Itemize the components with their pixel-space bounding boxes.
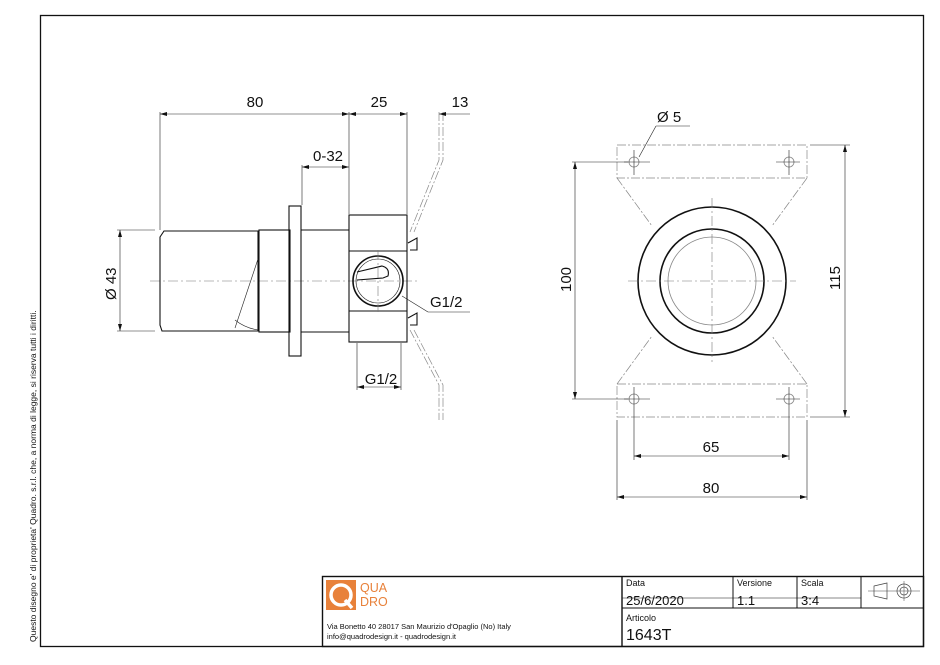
dim-hole-spacing-vertical: 100 — [558, 267, 575, 292]
article-label: Articolo — [626, 613, 656, 623]
logo-text-line1: QUA — [360, 581, 388, 595]
logo-q-icon — [329, 583, 353, 607]
dim-diameter-43: Ø 43 — [103, 267, 120, 300]
logo-text-line2: DRO — [360, 595, 388, 609]
dim-handle-length: 80 — [247, 94, 264, 111]
date-value: 25/6/2020 — [626, 593, 684, 608]
company-contact: info@quadrodesign.it - quadrodesign.it — [327, 632, 457, 641]
dim-plate-height: 115 — [827, 266, 844, 290]
scale-value: 3:4 — [801, 593, 819, 608]
article-value: 1643T — [626, 627, 672, 644]
copyright-note: Questo disegno e' di proprieta' Quadro. … — [28, 310, 38, 642]
version-value: 1.1 — [737, 593, 755, 608]
date-label: Data — [626, 578, 645, 588]
dim-plate-width: 80 — [703, 480, 720, 497]
version-label: Versione — [737, 578, 772, 588]
dim-hole-diameter: Ø 5 — [657, 109, 681, 126]
scale-label: Scala — [801, 578, 824, 588]
dim-hole-spacing-horizontal: 65 — [703, 439, 720, 456]
front-view: Ø 5 100 115 65 80 — [558, 109, 850, 500]
dim-wall-offset: 13 — [452, 94, 469, 111]
first-angle-projection-icon — [868, 581, 920, 601]
quadro-logo: QUA DRO — [326, 580, 388, 610]
title-block: QUA DRO Via Bonetto 40 28017 San Maurizi… — [321, 575, 925, 648]
dim-thread-bottom: G1/2 — [365, 371, 398, 388]
company-address: Via Bonetto 40 28017 San Maurizio d'Opag… — [327, 622, 511, 631]
dim-body-depth: 25 — [371, 94, 388, 111]
dim-thread-side: G1/2 — [430, 294, 463, 311]
dim-adjust-range: 0-32 — [313, 148, 343, 165]
side-view: 80 25 13 0-32 Ø 43 G1/2 G1/2 — [103, 94, 470, 420]
